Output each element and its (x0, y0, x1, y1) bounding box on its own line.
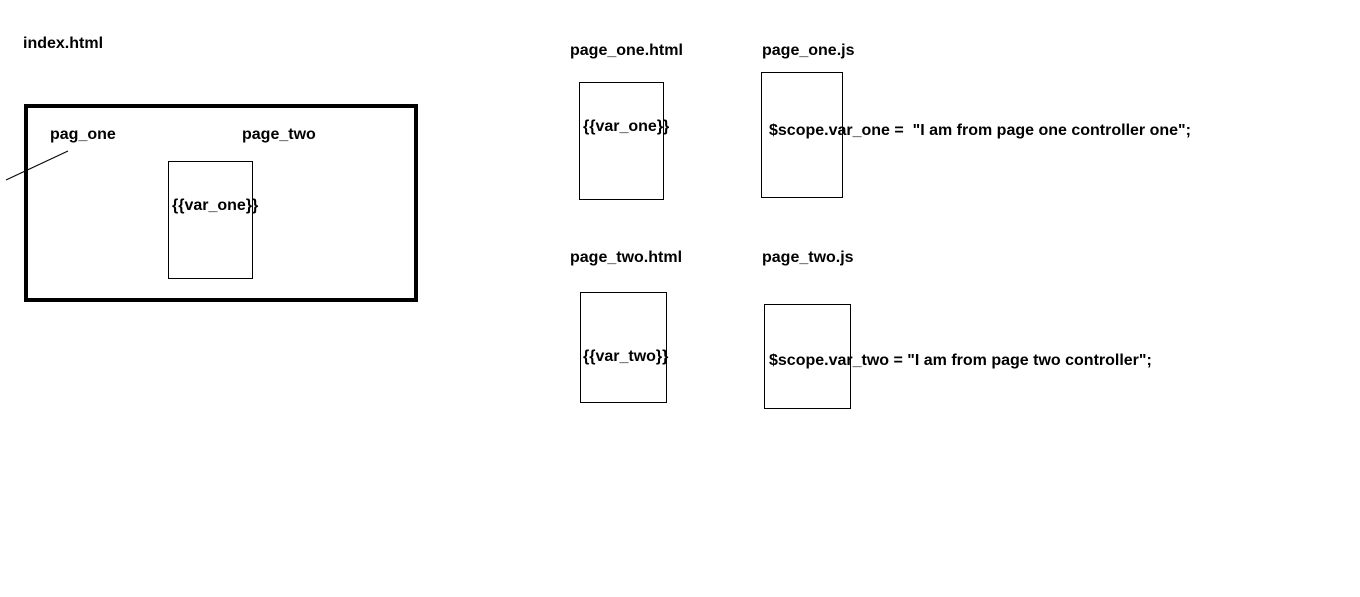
page-two-html-box (580, 292, 667, 403)
page-two-html-content: {{var_two}} (583, 348, 669, 365)
page-two-js-content: $scope.var_two = "I am from page two con… (769, 352, 1152, 369)
page-one-html-title: page_one.html (570, 42, 683, 59)
page-two-js-box (764, 304, 851, 409)
page-one-js-box (761, 72, 843, 198)
index-frame (24, 104, 418, 302)
index-view-box (168, 161, 253, 279)
page-two-html-title: page_two.html (570, 249, 683, 266)
page-one-js-content: $scope.var_one = "I am from page one con… (769, 122, 1191, 139)
index-tab-two-label: page_two (242, 126, 316, 143)
page-one-html-content: {{var_one}} (583, 118, 670, 135)
page-one-js-title: page_one.js (762, 42, 855, 59)
page-one-html-box (579, 82, 664, 200)
index-tab-one-label: pag_one (50, 126, 116, 143)
index-view-placeholder: {{var_one}} (172, 197, 259, 214)
index-title: index.html (23, 35, 104, 52)
page-two-js-title: page_two.js (762, 249, 854, 266)
